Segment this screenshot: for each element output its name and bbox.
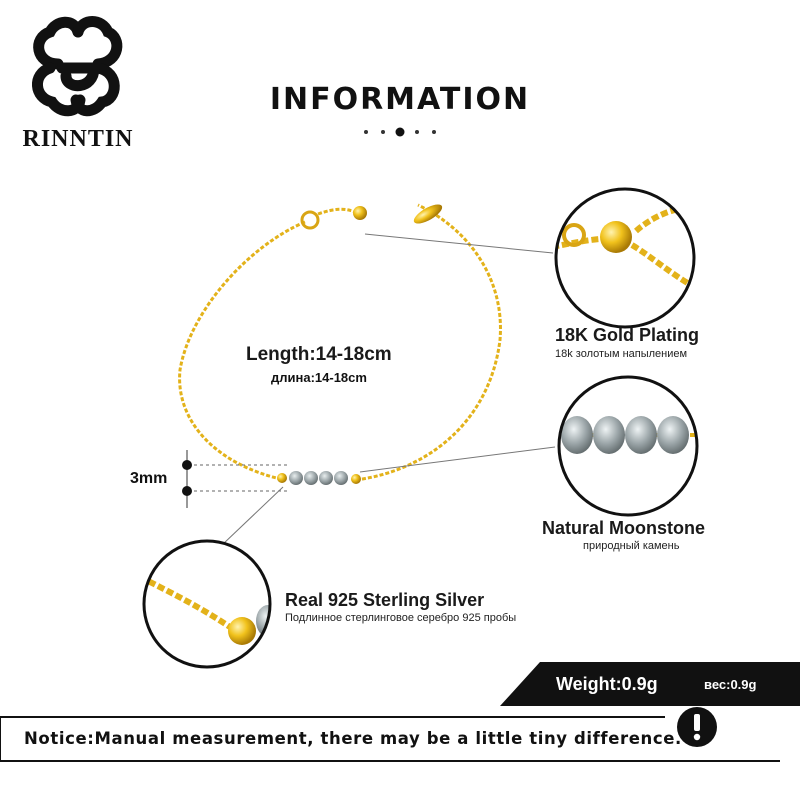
spring-ring-clasp bbox=[300, 210, 320, 230]
gold-plating-detail-image bbox=[554, 187, 696, 329]
measure-dot-top bbox=[182, 460, 192, 470]
weight-label: Weight:0.9g bbox=[556, 674, 658, 694]
gold-tag bbox=[413, 204, 443, 224]
gold-spacer-bead bbox=[277, 473, 287, 483]
bead-size-label: 3mm bbox=[130, 470, 168, 487]
feature-title-gold: 18K Gold Plating bbox=[555, 325, 700, 345]
bracelet-chain-right bbox=[355, 203, 502, 482]
sterling-silver-detail-image bbox=[142, 539, 272, 669]
exclamation-icon bbox=[677, 707, 717, 747]
measure-dot-bottom bbox=[182, 486, 192, 496]
feature-subtitle-moonstone: природный камень bbox=[583, 540, 680, 552]
length-label-ru: длина:14-18cm bbox=[271, 370, 367, 385]
gold-slider-bead bbox=[353, 206, 367, 220]
moonstone-bead bbox=[289, 471, 303, 485]
quatrefoil-logo-icon bbox=[32, 16, 123, 117]
notice-text: Notice:Manual measurement, there may be … bbox=[24, 729, 682, 748]
moonstone-bead bbox=[304, 471, 318, 485]
moonstone-detail-image bbox=[557, 375, 699, 517]
gold-spacer-bead bbox=[351, 474, 361, 484]
moonstone-bead bbox=[334, 471, 348, 485]
feature-title-moonstone: Natural Moonstone bbox=[542, 518, 706, 538]
bracelet-chain bbox=[178, 220, 306, 482]
feature-subtitle-silver: Подлинное стерлинговое серебро 925 пробы bbox=[285, 612, 517, 624]
brand-name: RINNTIN bbox=[22, 126, 134, 152]
feature-title-silver: Real 925 Sterling Silver bbox=[285, 590, 485, 610]
title-divider-dots bbox=[364, 127, 436, 137]
length-label: Length:14-18cm bbox=[246, 344, 392, 365]
weight-banner bbox=[500, 662, 800, 706]
moonstone-bead bbox=[319, 471, 333, 485]
page-title: INFORMATION bbox=[269, 82, 531, 117]
notice-banner bbox=[0, 716, 780, 762]
weight-label-ru: вес:0.9g bbox=[704, 677, 757, 692]
feature-subtitle-gold: 18k золотым напылением bbox=[555, 348, 688, 360]
